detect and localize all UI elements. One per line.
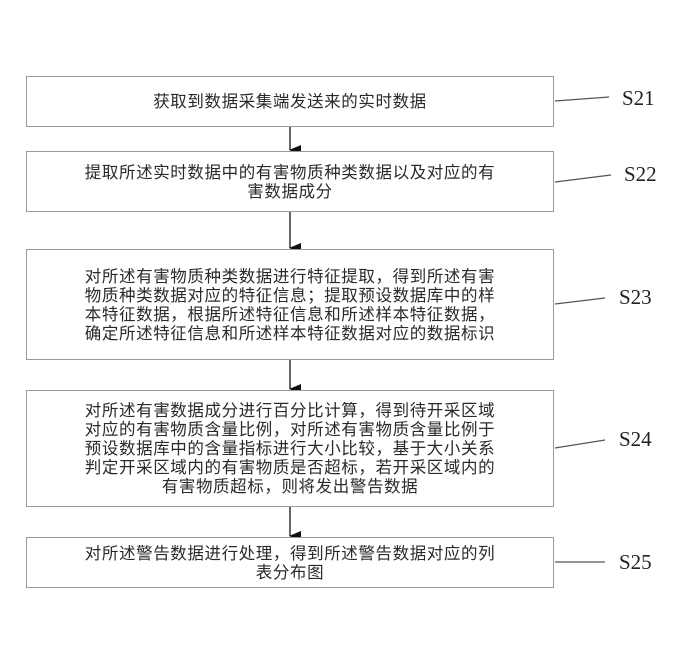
leader-line-s24: [554, 439, 606, 449]
step-box-s22: 提取所述实时数据中的有害物质种类数据以及对应的有 害数据成分: [26, 151, 554, 212]
leader-line-s21: [554, 96, 610, 102]
step-text-s25: 对所述警告数据进行处理，得到所述警告数据对应的列 表分布图: [84, 543, 496, 582]
step-label-s24: S24: [619, 427, 652, 451]
step-label-s22: S22: [624, 162, 657, 186]
leader-line-s23: [554, 297, 606, 305]
leader-line-s22: [554, 174, 612, 183]
step-label-s21: S21: [622, 86, 655, 110]
step-text-s21: 获取到数据采集端发送来的实时数据: [153, 92, 427, 111]
step-text-s24: 对所述有害数据成分进行百分比计算，得到待开采区域 对应的有害物质含量比例，对所述…: [84, 401, 496, 496]
step-box-s23: 对所述有害物质种类数据进行特征提取，得到所述有害 物质种类数据对应的特征信息；提…: [26, 249, 554, 360]
step-text-s23: 对所述有害物质种类数据进行特征提取，得到所述有害 物质种类数据对应的特征信息；提…: [84, 266, 496, 343]
step-label-s25: S25: [619, 550, 652, 574]
step-label-s23: S23: [619, 285, 652, 309]
step-text-s22: 提取所述实时数据中的有害物质种类数据以及对应的有 害数据成分: [84, 162, 496, 201]
step-box-s24: 对所述有害数据成分进行百分比计算，得到待开采区域 对应的有害物质含量比例，对所述…: [26, 390, 554, 507]
step-box-s21: 获取到数据采集端发送来的实时数据: [26, 76, 554, 127]
step-box-s25: 对所述警告数据进行处理，得到所述警告数据对应的列 表分布图: [26, 537, 554, 588]
